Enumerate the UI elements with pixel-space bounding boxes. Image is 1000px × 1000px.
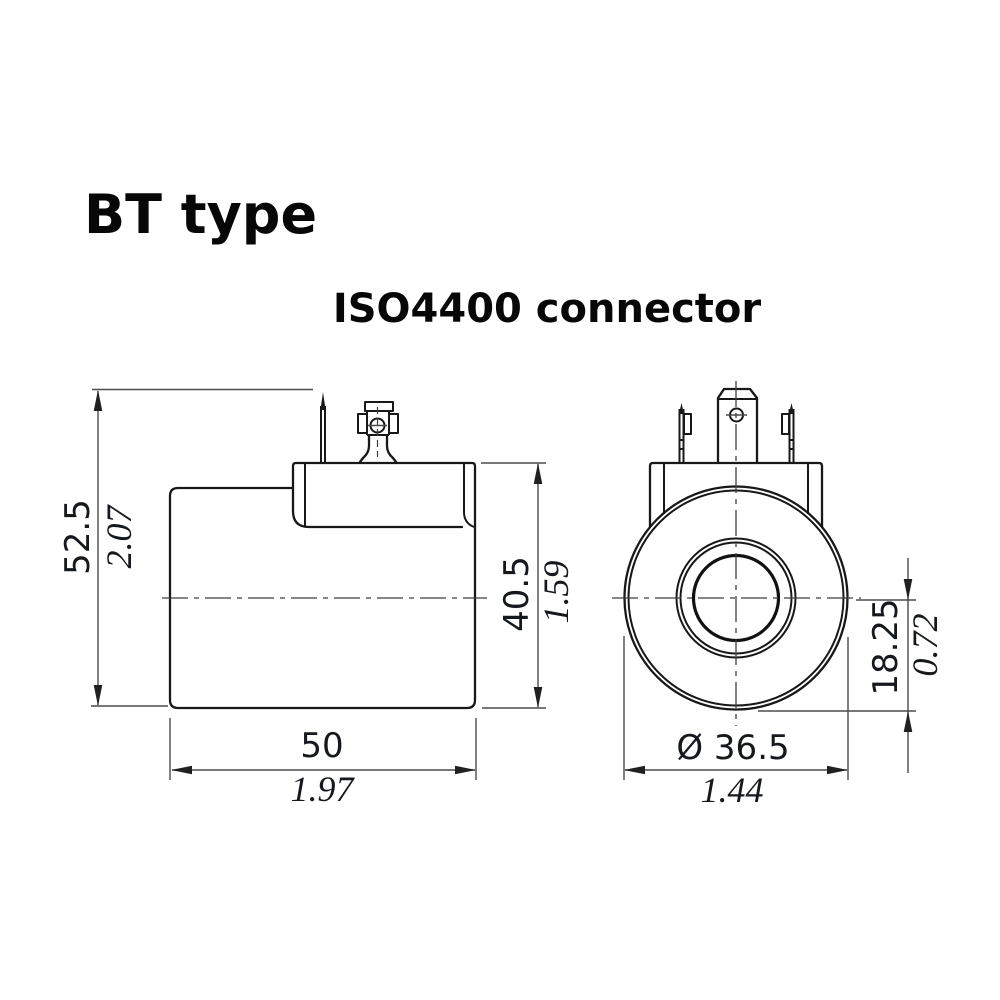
front-view: 18.25 0.72 Ø 36.5 1.44 — [612, 381, 945, 810]
pin-body — [320, 406, 326, 463]
dimension-body-width: 50 1.97 — [169, 718, 477, 809]
dim-mm-value: 18.25 — [866, 598, 906, 695]
page-title: BT type — [84, 183, 317, 246]
arrow-up-icon — [93, 390, 103, 411]
arrow-down-icon — [93, 685, 103, 706]
dim-mm-value: 50 — [300, 726, 343, 766]
dimension-body-height: 40.5 1.59 — [481, 462, 576, 709]
connector-block-inner-right-line — [463, 463, 475, 528]
drawing-subtitle: ISO4400 connector — [333, 286, 762, 332]
arrow-down-icon — [533, 687, 543, 708]
side-view: 52.5 2.07 40.5 1.59 50 1.97 — [58, 388, 576, 809]
arrow-up-icon — [903, 711, 913, 732]
arrow-down-icon — [903, 579, 913, 600]
dim-mm-value: 40.5 — [497, 556, 537, 632]
screw-right-wing — [388, 413, 399, 434]
connector-housing-outline — [648, 461, 824, 529]
coil-body-outline — [168, 461, 477, 710]
screw-left-wing — [357, 413, 368, 434]
screw-head — [364, 401, 394, 412]
pin-crimp-marks — [788, 439, 795, 450]
terminal-pin — [320, 392, 326, 463]
dim-inch-value: 1.59 — [536, 561, 576, 624]
screw-terminal — [357, 401, 399, 464]
dim-mm-value: Ø 36.5 — [676, 728, 789, 768]
pin-body — [678, 409, 685, 463]
pin-collar — [683, 413, 692, 435]
dim-inch-value: 2.07 — [99, 504, 139, 569]
right-pin — [781, 403, 795, 463]
tab-outline — [716, 387, 759, 465]
pin-tip — [320, 392, 326, 410]
dimension-center-to-bottom: 18.25 0.72 — [758, 558, 945, 773]
arrow-right-icon — [455, 765, 476, 775]
pin-body — [788, 409, 795, 463]
dim-inch-value: 1.44 — [701, 770, 764, 810]
screw-neck — [358, 433, 398, 464]
arrow-up-icon — [533, 463, 543, 484]
arrow-left-icon — [624, 765, 645, 775]
dim-inch-value: 1.97 — [291, 769, 356, 809]
left-pin — [678, 403, 692, 463]
dim-mm-value: 52.5 — [58, 499, 98, 575]
dimension-outer-diameter: Ø 36.5 1.44 — [623, 636, 849, 810]
earth-tab — [716, 387, 759, 465]
dim-inch-value: 0.72 — [905, 614, 945, 677]
pin-crimp-marks — [678, 439, 685, 450]
pin-collar — [781, 413, 790, 435]
arrow-right-icon — [827, 765, 848, 775]
dimension-total-height: 52.5 2.07 — [58, 388, 313, 707]
arrow-left-icon — [171, 765, 192, 775]
